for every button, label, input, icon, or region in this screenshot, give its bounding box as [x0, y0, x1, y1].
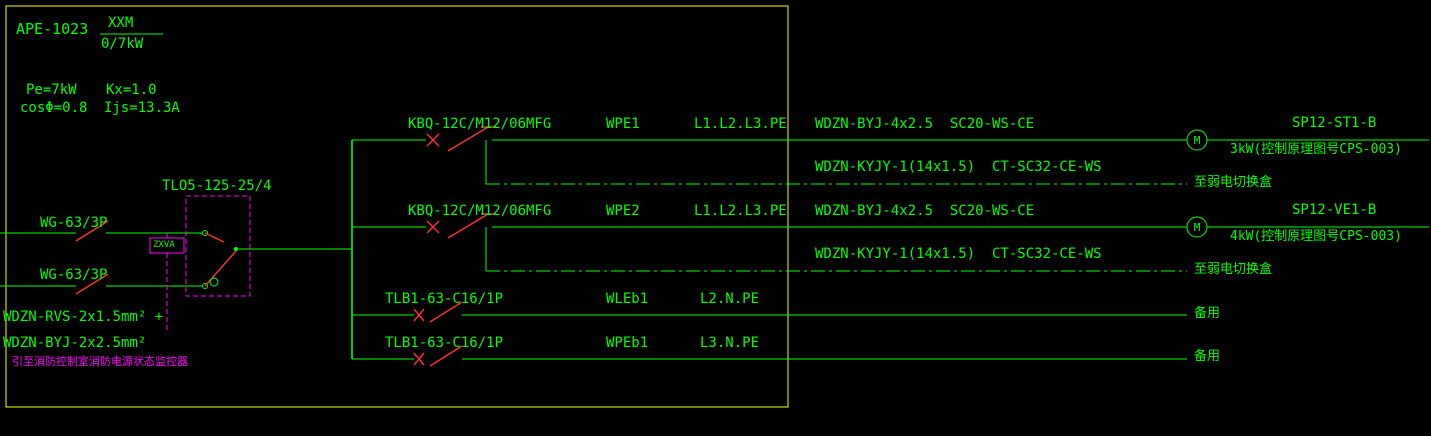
- kx-value: Kx=1.0: [106, 82, 157, 98]
- motor-letter-1: M: [1194, 134, 1201, 147]
- phases-wpeb1: L3.N.PE: [700, 335, 760, 351]
- zxva-label: ZXVA: [153, 240, 175, 250]
- circuit-id-wleb1: WLEb1: [606, 291, 649, 307]
- motor-letter-2: M: [1194, 221, 1201, 234]
- phases-wpe1: L1.L2.L3.PE: [694, 116, 787, 132]
- load-name-wpe1: SP12-ST1-B: [1292, 115, 1377, 131]
- circuit-line-wleb1: [352, 301, 1187, 323]
- changeover-switch-icon: [186, 230, 352, 289]
- signal-line-2: [485, 227, 1187, 272]
- panel-border: [5, 5, 789, 408]
- cable-wpe1: WDZN-BYJ-4x2.5 SC20-WS-CE: [815, 116, 1035, 132]
- cable-signal-2: WDZN-KYJY-1(14x1.5) CT-SC32-CE-WS: [815, 246, 1102, 262]
- signal-line-1: [485, 140, 1187, 185]
- panel-id: APE-1023: [16, 20, 89, 38]
- power-ratio-top: XXM: [108, 15, 134, 31]
- breaker-label-wpeb1: TLB1-63-C16/1P: [385, 335, 504, 351]
- phases-wleb1: L2.N.PE: [700, 291, 760, 307]
- dest-signal-2: 至弱电切换盒: [1194, 262, 1273, 277]
- fire-cable-1: WDZN-RVS-2x1.5mm² +: [3, 309, 164, 325]
- ats-enclosure: [185, 195, 251, 297]
- feeder-line-2: [0, 273, 186, 295]
- dest-wleb1: 备用: [1194, 306, 1221, 321]
- circuit-id-wpe1: WPE1: [606, 116, 640, 132]
- circuit-id-wpe2: WPE2: [606, 203, 640, 219]
- feeder2-label: WG-63/3P: [40, 267, 108, 283]
- pe-value: Pe=7kW: [26, 82, 77, 98]
- dest-signal-1: 至弱电切换盒: [1194, 175, 1273, 190]
- circuit-id-wpeb1: WPEb1: [606, 335, 649, 351]
- dest-wpeb1: 备用: [1194, 349, 1221, 364]
- circuit-line-wpe2: M: [352, 213, 1429, 239]
- load-desc-wpe2: 4kW(控制原理图号CPS-003): [1230, 229, 1402, 244]
- breaker-label-wpe1: KBQ-12C/M12/06MFG: [408, 116, 552, 132]
- circuit-line-wpeb1: [352, 345, 1187, 367]
- load-desc-wpe1: 3kW(控制原理图号CPS-003): [1230, 142, 1402, 157]
- cos-phi-value: cosΦ=0.8: [20, 100, 88, 116]
- cable-wpe2: WDZN-BYJ-4x2.5 SC20-WS-CE: [815, 203, 1035, 219]
- feeder-line-1: [0, 220, 186, 242]
- ats-label: TLO5-125-25/4: [162, 178, 272, 194]
- fire-destination: 引至消防控制室消防电源状态监控器: [12, 355, 188, 368]
- breaker-label-wpe2: KBQ-12C/M12/06MFG: [408, 203, 552, 219]
- power-ratio-bottom: 0/7kW: [101, 36, 144, 52]
- fire-cable-2: WDZN-BYJ-2x2.5mm²: [3, 335, 147, 351]
- cable-signal-1: WDZN-KYJY-1(14x1.5) CT-SC32-CE-WS: [815, 159, 1102, 175]
- feeder1-label: WG-63/3P: [40, 215, 108, 231]
- load-name-wpe2: SP12-VE1-B: [1292, 202, 1377, 218]
- circuit-line-wpe1: M: [352, 126, 1429, 152]
- phases-wpe2: L1.L2.L3.PE: [694, 203, 787, 219]
- ijs-value: Ijs=13.3A: [104, 100, 180, 116]
- breaker-label-wleb1: TLB1-63-C16/1P: [385, 291, 504, 307]
